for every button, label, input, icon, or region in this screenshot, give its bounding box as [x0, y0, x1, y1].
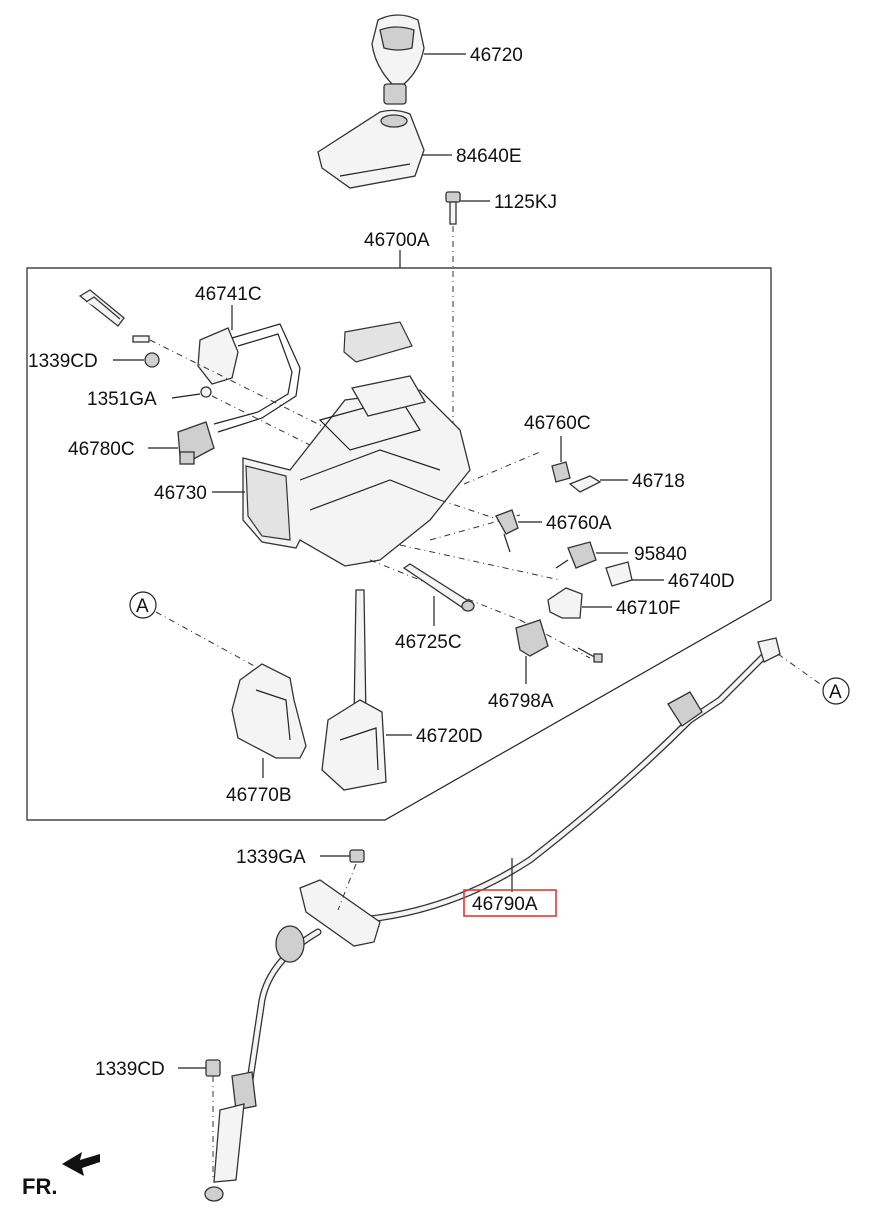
nut-1339ga-part — [349, 849, 365, 863]
lever-46720d-part — [321, 589, 387, 791]
reference-label-left: A — [136, 596, 149, 617]
bolt-1125kj-part — [445, 191, 461, 225]
assembly-frame — [26, 267, 772, 821]
label-1339ga: 1339GA — [236, 847, 306, 868]
label-46780c: 46780C — [68, 439, 135, 460]
bracket-46710f-part — [547, 587, 583, 619]
label-46760a: 46760A — [546, 513, 612, 534]
label-46760c: 46760C — [524, 413, 591, 434]
label-1339cd-bottom: 1339CD — [95, 1059, 165, 1080]
screw-1339cd-top-part — [132, 335, 160, 368]
label-46718: 46718 — [632, 471, 685, 492]
label-95840: 95840 — [634, 544, 687, 565]
shift-knob-part — [371, 14, 425, 105]
wiring-bracket-part — [78, 289, 301, 433]
clip-46760c-part — [551, 461, 571, 483]
shift-cable-part — [204, 637, 781, 1202]
label-1125kj: 1125KJ — [494, 192, 557, 213]
front-label: FR. — [22, 1174, 57, 1199]
highlight-box — [463, 889, 557, 917]
front-arrow-icon — [62, 1152, 100, 1176]
label-46730: 46730 — [154, 483, 207, 504]
clip-46760a-part — [495, 509, 519, 553]
label-84640e: 84640E — [456, 146, 522, 167]
label-46725c: 46725C — [395, 632, 462, 653]
reference-label-right: A — [829, 682, 842, 703]
reference-marker-left — [129, 591, 157, 619]
reference-marker-right — [822, 677, 850, 705]
connector-46780c-part — [177, 421, 215, 465]
label-46741c: 46741C — [195, 284, 262, 305]
label-1351ga: 1351GA — [87, 389, 157, 410]
sensor-95840-part — [555, 541, 597, 569]
oring-1351ga-part — [200, 386, 212, 398]
pin-46725c-part — [402, 563, 475, 612]
label-46720: 46720 — [470, 45, 523, 66]
label-46710f: 46710F — [616, 598, 680, 619]
label-46790a: 46790A — [472, 894, 538, 915]
housing-46770b-part — [231, 663, 307, 759]
bracket-46740d-part — [605, 561, 633, 587]
bracket-46798a-part — [515, 619, 603, 663]
label-46700a: 46700A — [364, 230, 430, 251]
label-1339cd-top: 1339CD — [28, 351, 98, 372]
label-46798a: 46798A — [488, 691, 554, 712]
nut-1339cd-bottom-part — [205, 1059, 221, 1077]
shift-boot-cover-part — [317, 109, 425, 189]
label-46740d: 46740D — [668, 571, 735, 592]
label-46770b: 46770B — [226, 785, 292, 806]
label-46720d: 46720D — [416, 726, 483, 747]
clip-46718-part — [568, 475, 602, 493]
shifter-base-part — [242, 321, 471, 567]
